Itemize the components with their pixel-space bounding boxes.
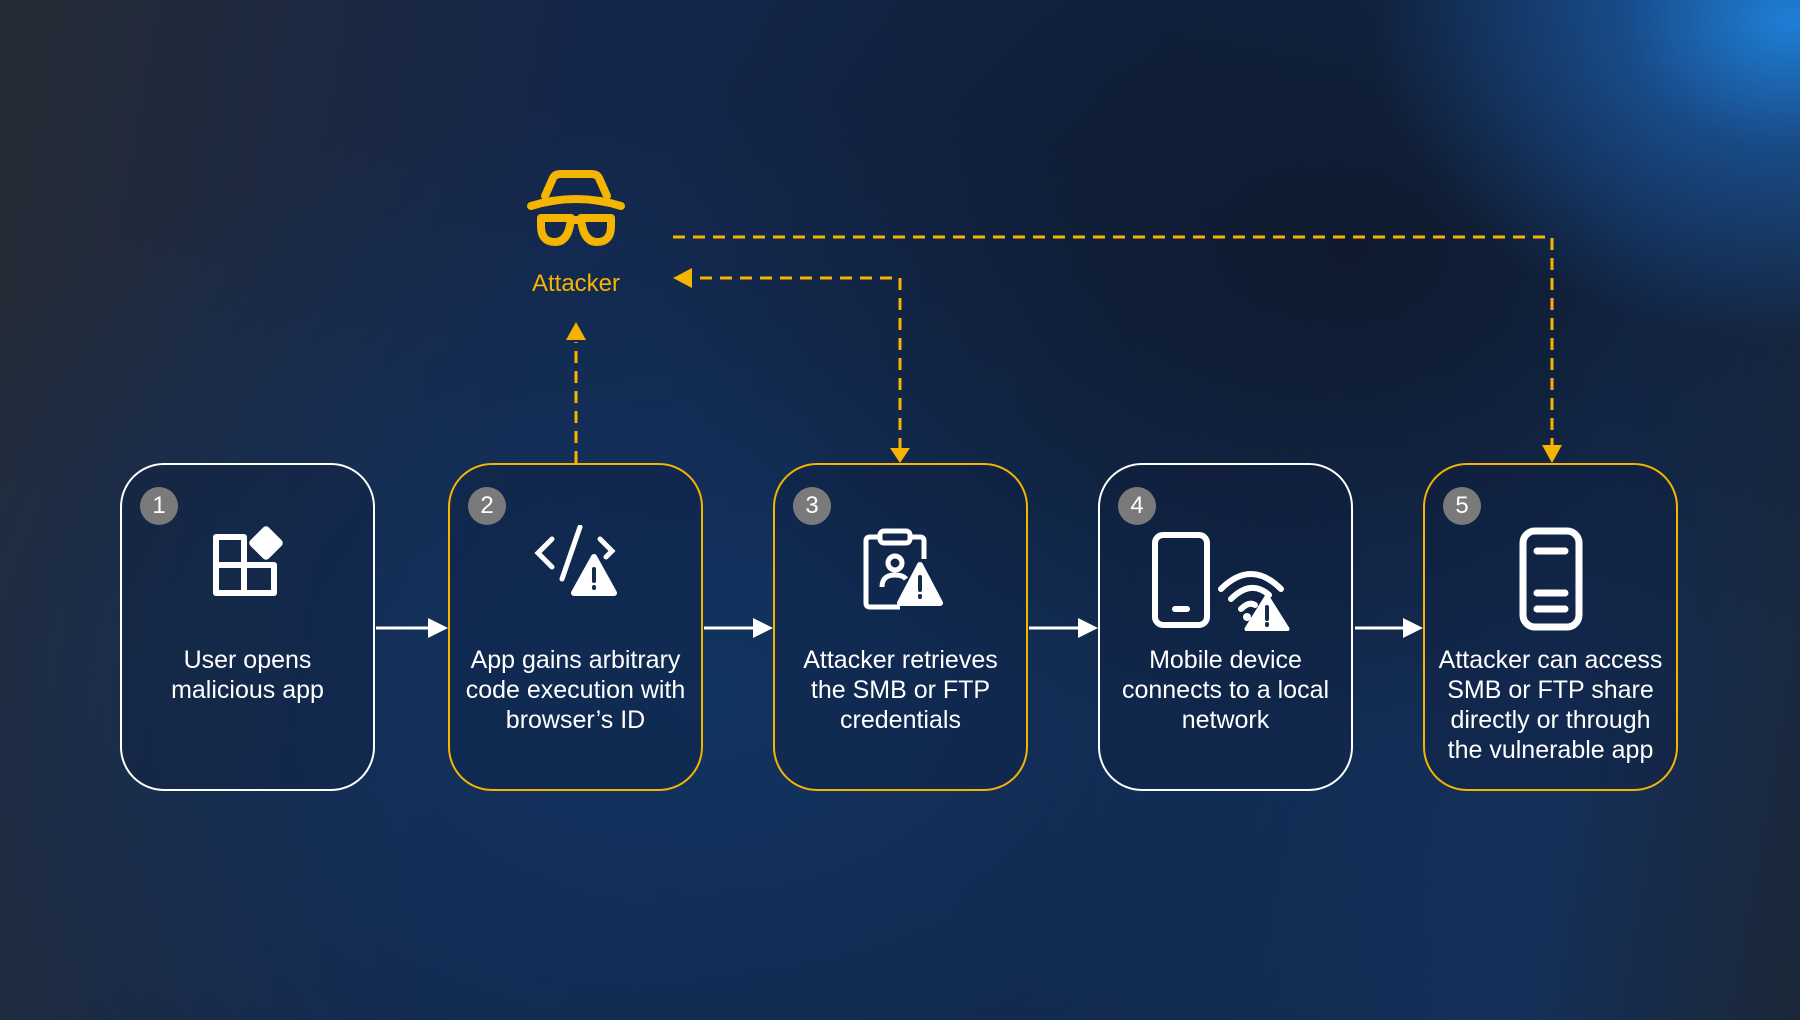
- step-text: Attacker can access SMB or FTP share dir…: [1438, 646, 1663, 764]
- step-number-badge: 2: [468, 487, 506, 525]
- step-1-card: 1 User opens malicious app: [120, 463, 375, 791]
- app-add-icon: [212, 526, 283, 596]
- spy-icon: [527, 170, 625, 246]
- credentials-dashed-line: [690, 276, 902, 450]
- step-text: App gains arbitrary code execution with …: [465, 646, 686, 734]
- phone-wifi-warning-icon: [1151, 532, 1289, 631]
- step-text: Attacker retrieves the SMB or FTP creden…: [803, 646, 998, 734]
- step-number-badge: 4: [1118, 487, 1156, 525]
- step-number-badge: 1: [140, 487, 178, 525]
- step-text: Mobile device connects to a local networ…: [1121, 646, 1330, 734]
- step-number-badge: 3: [793, 487, 831, 525]
- step-text: User opens malicious app: [171, 646, 324, 704]
- clipboard-warning-icon: [863, 528, 943, 610]
- step-4-card: 4 Mobile device connects to a local netw…: [1098, 463, 1353, 791]
- access-dashed-line: [673, 235, 1554, 448]
- server-icon: [1519, 527, 1582, 631]
- step-number-badge: 5: [1443, 487, 1481, 525]
- step-2-card: 2 App gains arbitrary code execution wit…: [448, 463, 703, 791]
- step-5-card: 5 Attacker can access SMB or FTP share d…: [1423, 463, 1678, 791]
- attacker-label: Attacker: [531, 270, 621, 297]
- code-warning-icon: [533, 525, 617, 596]
- step-3-card: 3 Attacker retrieves the SMB or FTP cred…: [773, 463, 1028, 791]
